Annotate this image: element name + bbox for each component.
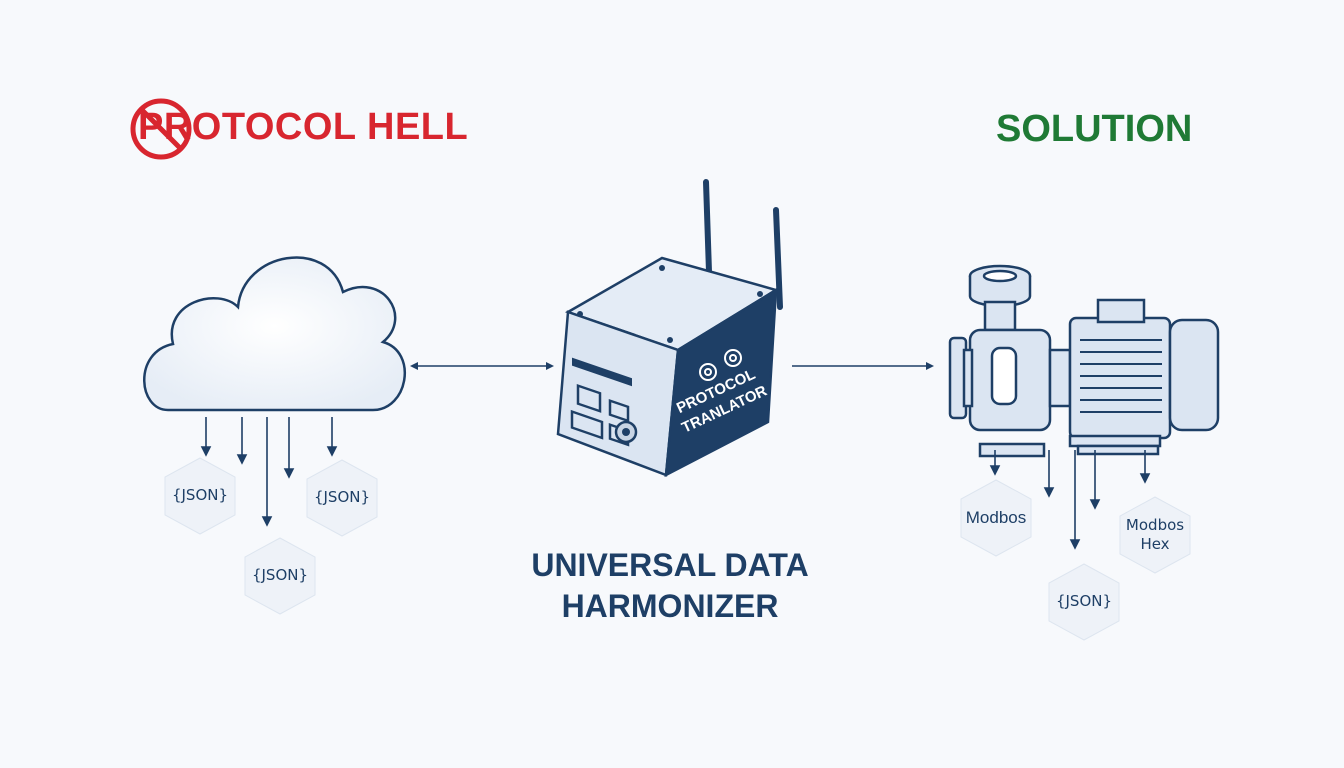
pump-arrows [989, 450, 1151, 550]
json-hex-label: {JSON} [171, 486, 229, 505]
modbus-hex-label: Modbos Hex [1125, 515, 1185, 554]
modbus-label: Modbos [965, 507, 1027, 527]
universal-data-harmonizer-title: UNIVERSAL DATA HARMONIZER [500, 545, 840, 627]
no-entry-icon [130, 98, 192, 160]
cloud-icon [143, 256, 407, 412]
pump-motor-icon [948, 264, 1220, 458]
title-line-1: UNIVERSAL DATA [531, 547, 809, 583]
json-hex-label: {JSON} [251, 566, 309, 585]
cloud-arrows [200, 417, 338, 527]
json-hex-label: {JSON} [313, 488, 371, 507]
gear-icon [699, 349, 742, 381]
solution-heading: SOLUTION [996, 108, 1193, 150]
modbus-hex-hex: Modbos Hex [1115, 495, 1195, 575]
json-hex: {JSON} [302, 458, 382, 538]
output-arrow [792, 362, 934, 370]
json-hex-label: {JSON} [1055, 592, 1113, 611]
modbus-hex: Modbos [956, 478, 1036, 558]
title-line-2: HARMONIZER [561, 587, 779, 624]
json-hex: {JSON} [160, 456, 240, 536]
json-hex: {JSON} [240, 536, 320, 616]
protocol-hell-heading: PROTOCOL HELL [138, 106, 469, 148]
json-hex: {JSON} [1044, 562, 1124, 642]
bidirectional-arrow [410, 362, 554, 370]
gateway-device-icon: PROTOCOL TRANLATOR [556, 179, 783, 478]
